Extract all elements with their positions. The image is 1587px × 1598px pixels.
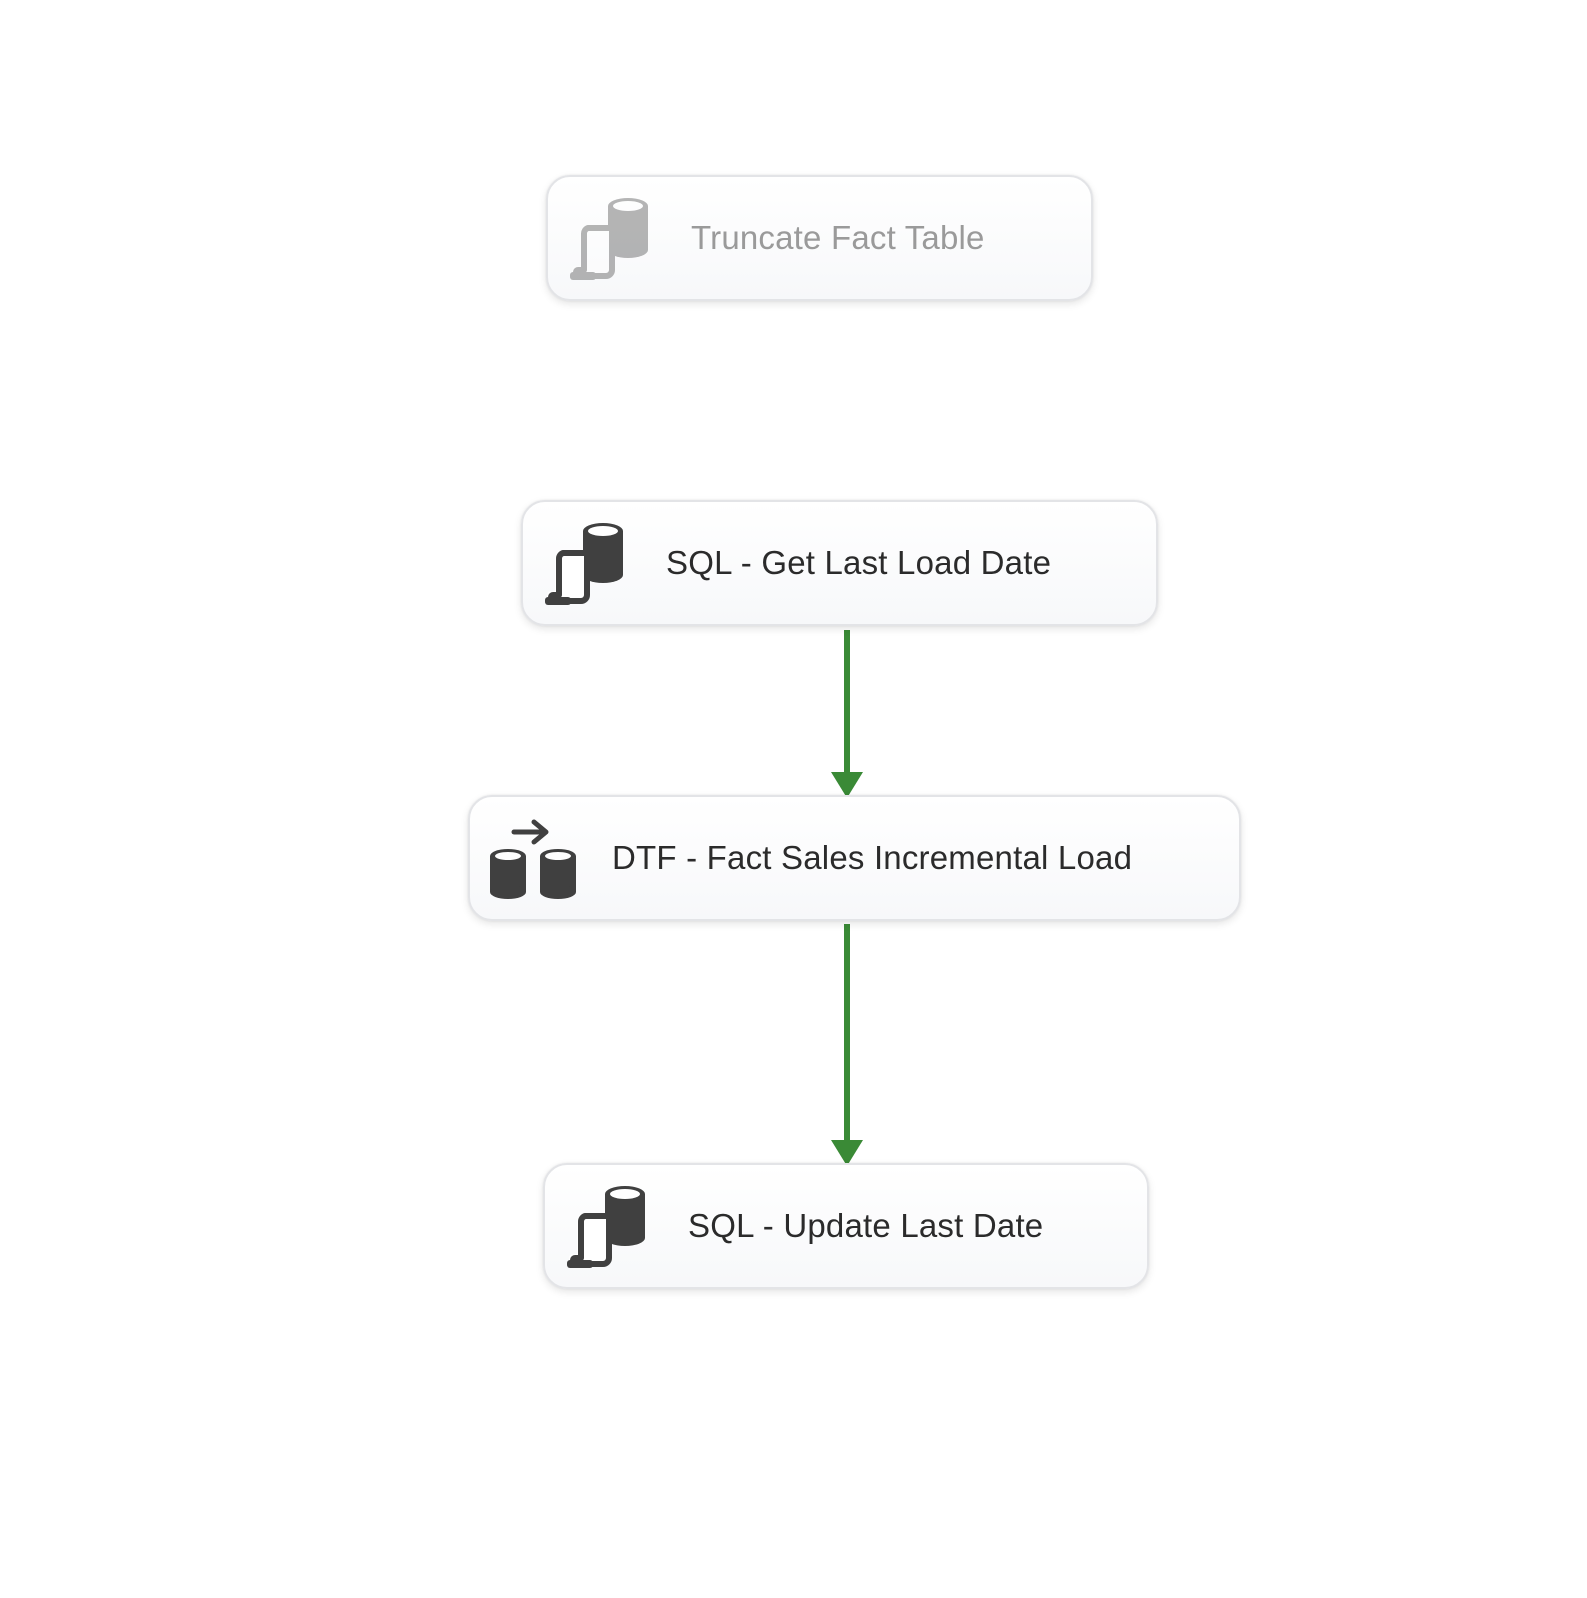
task-label: SQL - Get Last Load Date	[666, 544, 1052, 581]
execute-sql-task-icon	[541, 517, 633, 609]
task-truncate-fact-table[interactable]: Truncate Fact Table	[546, 175, 1093, 301]
task-sql-update-last-date[interactable]: SQL - Update Last Date	[543, 1163, 1149, 1289]
execute-sql-task-icon	[563, 1180, 655, 1272]
task-label: Truncate Fact Table	[691, 219, 985, 256]
execute-sql-task-icon	[566, 192, 658, 284]
task-sql-get-last-load-date[interactable]: SQL - Get Last Load Date	[521, 500, 1158, 626]
constraint-dtf-to-update[interactable]	[831, 924, 863, 1166]
constraint-get-last-to-dtf[interactable]	[831, 630, 863, 798]
task-dtf-fact-sales-incremental-load[interactable]: DTF - Fact Sales Incremental Load	[468, 795, 1241, 921]
data-flow-task-icon	[486, 810, 582, 906]
task-label: SQL - Update Last Date	[688, 1207, 1044, 1244]
task-label: DTF - Fact Sales Incremental Load	[612, 839, 1133, 876]
